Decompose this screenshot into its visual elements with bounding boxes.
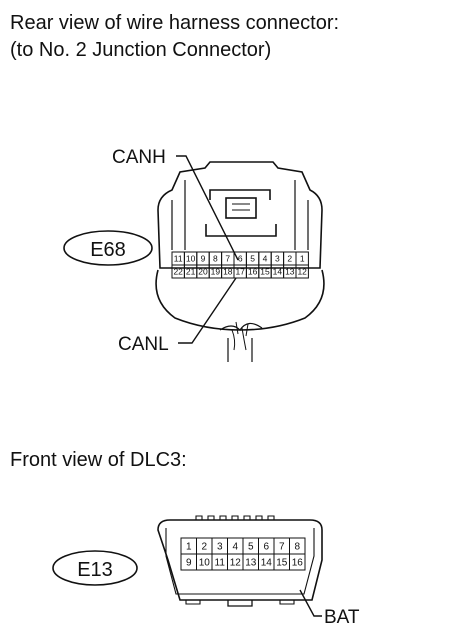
e13-bottom-key [227,600,253,607]
e68-pin-number: 8 [213,254,218,264]
e68-cable-bundle [219,322,263,362]
e68-pin-number: 18 [223,267,233,277]
e13-pin-cell [289,553,306,571]
canl-label: CANL [118,334,169,355]
e68-cable-outline [155,269,325,331]
e13-id-ellipse [52,550,138,586]
e13-pin-number: 16 [292,558,304,569]
e68-pin-number: 22 [173,267,183,277]
e68-pin-number: 15 [260,267,270,277]
e13-pin-number: 5 [248,542,254,553]
e68-pin-number: 14 [273,267,283,277]
rear-view-caption-line1: Rear view of wire harness connector: [10,12,340,34]
e13-pin-number: 12 [230,558,242,569]
e13-id-label: E13 [77,559,113,581]
connector-e68 [155,161,325,362]
e68-pin-number: 1 [300,254,305,264]
e13-pin-number: 3 [217,542,223,553]
e68-pin-number: 16 [248,267,258,277]
e68-housing [157,161,323,269]
e13-pin-number: 15 [276,558,288,569]
e68-pin-number: 7 [225,254,230,264]
e68-pin-cell [295,264,309,279]
e68-pin-number: 13 [285,267,295,277]
e68-pin-number: 11 [174,254,183,264]
rear-view-caption-line2: (to No. 2 Junction Connector) [10,39,272,61]
canh-leader-line [176,155,239,261]
e13-pin-number: 4 [232,542,238,553]
e13-pin-number: 11 [215,558,226,569]
e13-pin-number: 1 [186,542,192,553]
connector-e13 [157,515,323,607]
bat-label: BAT [324,607,360,628]
e13-top-teeth [195,515,275,520]
e68-pin-number: 9 [201,254,206,264]
e68-latch-block [225,197,257,219]
e68-pin-number: 2 [287,254,292,264]
e68-id-ellipse [63,230,153,266]
e68-pin-number: 21 [186,267,196,277]
front-view-caption-line: Front view of DLC3: [10,449,187,471]
e68-id-label: E68 [90,239,126,261]
e13-pin-number: 9 [186,558,192,569]
e13-pin-number: 7 [279,542,285,553]
e68-pin-number: 5 [250,254,255,264]
e13-pin-number: 10 [199,558,211,569]
e68-pin-number: 12 [297,267,307,277]
e68-pin-number: 10 [186,254,196,264]
e68-pin-number: 17 [235,267,245,277]
bat-leader-line [299,589,322,617]
e68-latch [205,189,277,237]
e68-pin-number: 19 [211,267,221,277]
rear-view-caption: Rear view of wire harness connector: (to… [10,10,339,64]
e68-pin-number: 4 [263,254,268,264]
e68-pin-number: 6 [238,254,243,264]
e68-pin-number: 3 [275,254,280,264]
e13-pin-number: 2 [201,542,207,553]
e13-pin-number: 14 [261,558,273,569]
front-view-caption: Front view of DLC3: [10,447,187,474]
e68-pin-number: 20 [198,267,208,277]
canl-leader-line [178,277,237,344]
e13-pin-number: 6 [263,542,269,553]
e13-pin-number: 8 [294,542,300,553]
e13-pin-number: 13 [245,558,257,569]
canh-label: CANH [112,147,166,168]
e13-housing [157,519,323,601]
